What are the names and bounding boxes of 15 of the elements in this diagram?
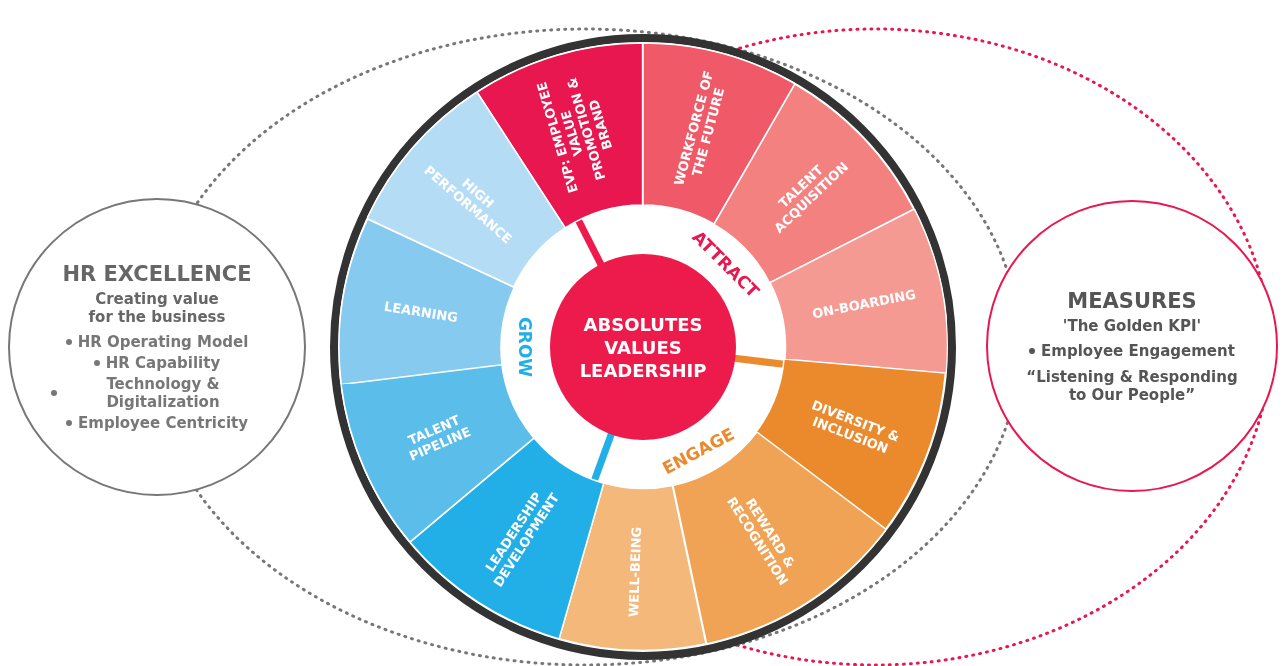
- center-text: ABSOLUTES VALUES LEADERSHIP: [578, 312, 708, 382]
- wheel-segment: [559, 483, 707, 651]
- subheading: 'The Golden KPI': [1061, 316, 1203, 335]
- subheading: Creating value for the business: [87, 290, 227, 326]
- quote-text: “Listening & Responding to Our People”: [1025, 367, 1239, 404]
- segment-label: LEARNING: [381, 297, 460, 327]
- list-item: Employee Centricity: [78, 414, 248, 432]
- list-item: HR Capability: [105, 354, 221, 372]
- segment-label: WELL-BEING: [625, 525, 645, 620]
- list-item: HR Operating Model: [77, 333, 249, 351]
- list-item: Employee Engagement: [1041, 341, 1235, 360]
- list-item: Technology & Digitalization: [105, 375, 221, 411]
- heading: MEASURES: [1067, 288, 1197, 313]
- ring-label: GROW: [515, 316, 536, 378]
- heading: HR EXCELLENCE: [62, 262, 252, 286]
